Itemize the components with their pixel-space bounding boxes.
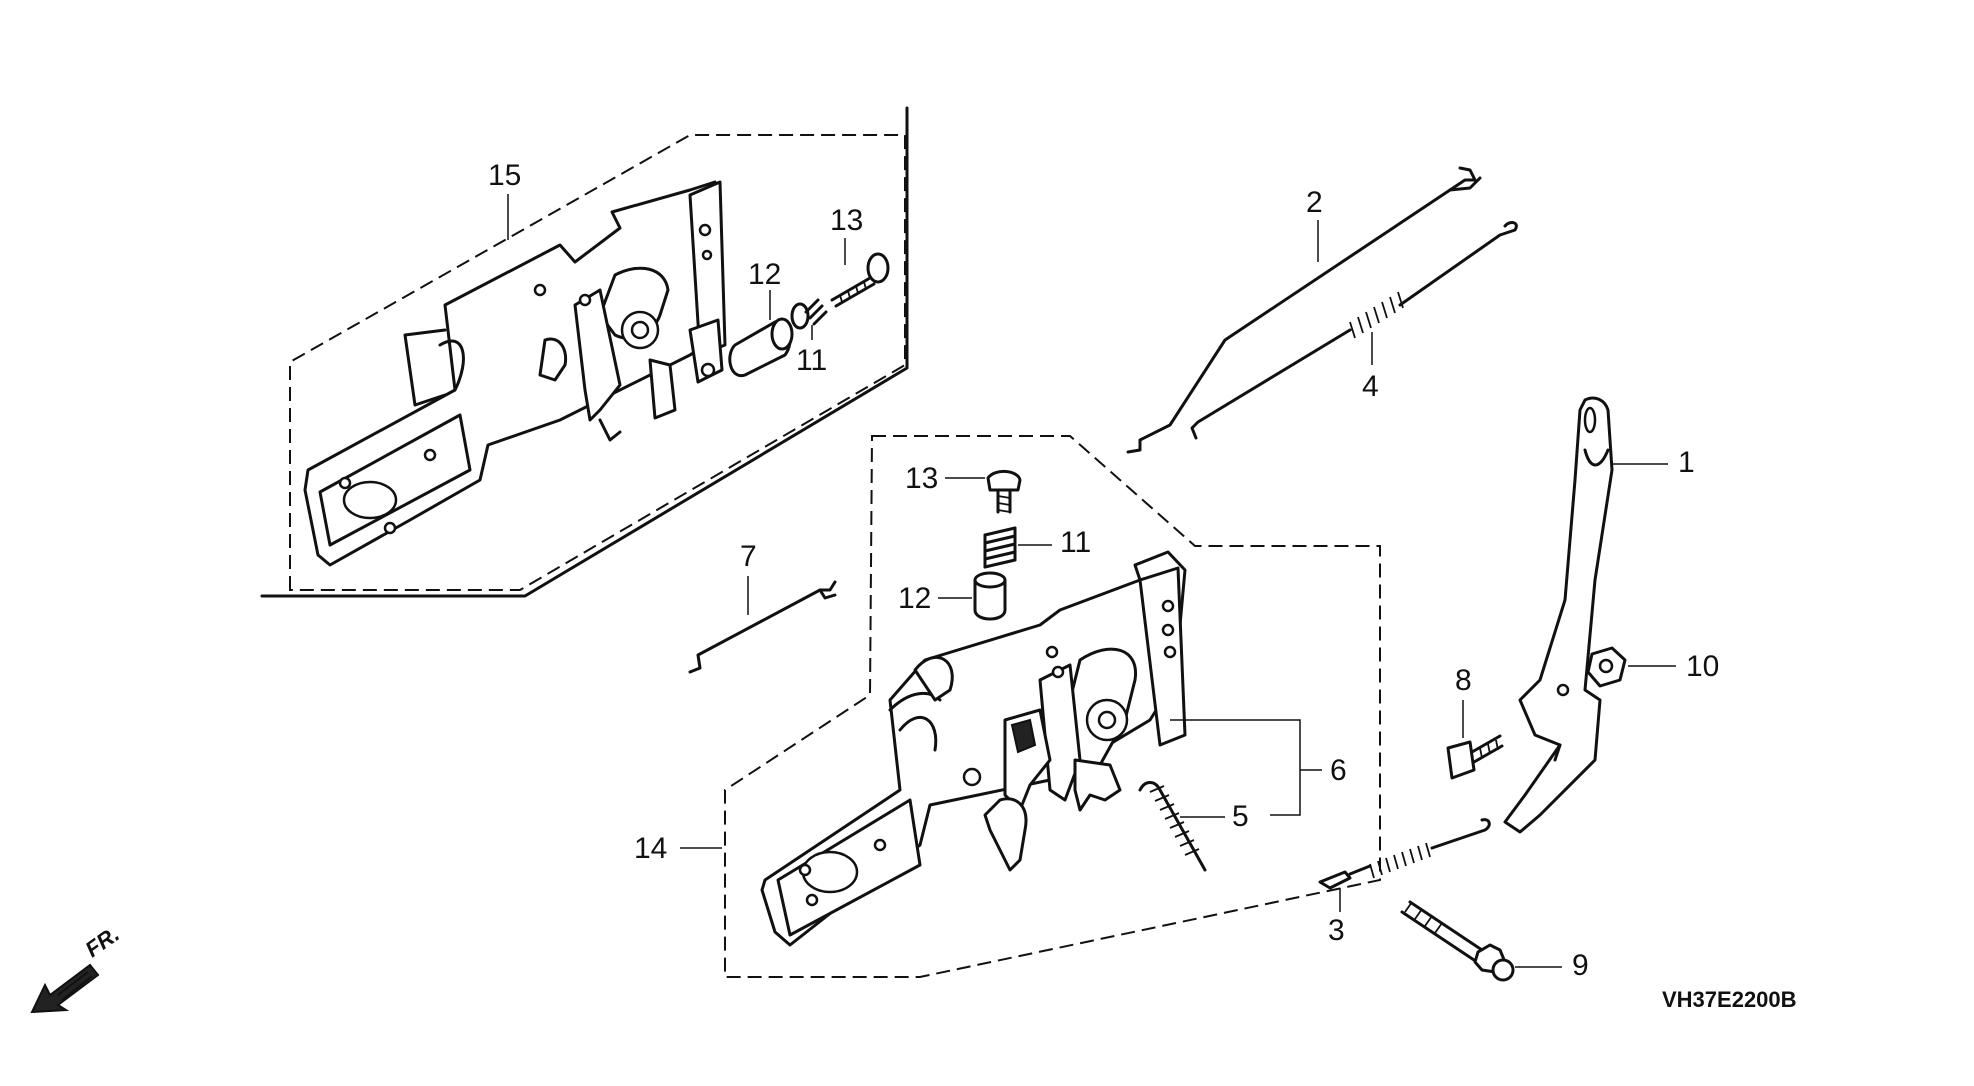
bolt-9: 9 — [1400, 900, 1589, 982]
callout-13-upper: 13 — [830, 204, 863, 237]
base-plate-lower — [760, 550, 1187, 947]
rod-7: 7 — [688, 540, 837, 674]
spring-11-upper — [790, 298, 828, 330]
front-direction-arrow-icon: FR. — [30, 921, 124, 1014]
callout-11-lower: 11 — [1060, 526, 1091, 559]
base-plate-upper — [303, 180, 727, 567]
collar-12-upper — [728, 317, 794, 378]
spring-5 — [1138, 781, 1207, 872]
callout-12-lower: 12 — [898, 582, 931, 615]
control-lever-1: 1 — [1503, 396, 1695, 834]
spring-11-lower — [983, 526, 1017, 569]
governor-rod-2: 2 — [1126, 166, 1482, 454]
direction-label: FR. — [81, 921, 124, 962]
bolt-13-upper — [830, 252, 890, 308]
callout-5: 5 — [1232, 800, 1249, 833]
callout-7: 7 — [740, 540, 757, 573]
callout-11-upper: 11 — [796, 344, 827, 377]
nut-10: 10 — [1586, 646, 1719, 688]
callout-3: 3 — [1328, 914, 1345, 947]
callout-10: 10 — [1686, 650, 1719, 683]
callout-1: 1 — [1678, 446, 1695, 479]
bolt-8: 8 — [1446, 664, 1504, 780]
callout-9: 9 — [1572, 949, 1589, 982]
callout-4: 4 — [1362, 370, 1379, 403]
callout-8: 8 — [1455, 664, 1472, 697]
control-base-assembly-14: 13 11 12 6 5 14 — [634, 435, 1381, 978]
control-base-assembly-15: 15 13 12 11 — [260, 106, 909, 598]
callout-15: 15 — [488, 159, 521, 192]
collar-12-lower — [973, 571, 1007, 621]
callout-13-lower: 13 — [905, 462, 938, 495]
bolt-13-lower — [986, 470, 1022, 514]
callout-2: 2 — [1306, 186, 1323, 219]
callout-6: 6 — [1330, 754, 1347, 787]
callout-12-upper: 12 — [748, 258, 781, 291]
callout-14: 14 — [634, 832, 667, 865]
governor-spring-4: 4 — [1190, 221, 1518, 440]
diagram-code: VH37E2200B — [1662, 987, 1797, 1012]
spring-3: 3 — [1318, 818, 1491, 947]
